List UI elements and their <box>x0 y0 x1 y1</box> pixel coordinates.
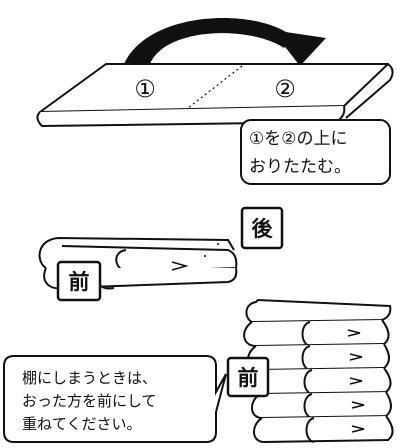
front-label-step3: 前 <box>238 366 259 390</box>
panel-1-label: ① <box>134 75 156 103</box>
arrow-mark-icon <box>349 353 363 361</box>
storage-note-bubble: 棚にしまうときは、 おった方を前にして 重ねてください。 <box>3 355 227 443</box>
note-line-2: おった方を前にして <box>22 392 157 410</box>
instruction-line-1: ①を②の上に <box>249 129 347 149</box>
arrow-mark-icon <box>347 329 361 337</box>
stack-arrow-marks <box>347 329 365 433</box>
fold-arrow-icon <box>124 18 326 66</box>
note-line-1: 棚にしまうときは、 <box>22 369 157 387</box>
back-label-box: 後 <box>240 206 284 250</box>
arrow-mark-icon <box>351 401 365 409</box>
towel-stack <box>243 298 394 444</box>
arrow-mark-icon <box>351 425 365 433</box>
note-line-3: 重ねてください。 <box>22 415 142 433</box>
fold-line <box>187 65 243 109</box>
arrow-mark-icon <box>349 377 363 385</box>
back-label: 後 <box>252 217 274 241</box>
instruction-line-2: おりたたむ。 <box>249 157 351 177</box>
instruction-bubble: ①を②の上に おりたたむ。 <box>240 119 391 185</box>
front-label-box-step3: 前 <box>226 356 270 398</box>
arrow-mark-icon <box>171 261 189 271</box>
flat-towel <box>36 63 394 128</box>
front-label-step2: 前 <box>69 270 90 294</box>
panel-2-label: ② <box>274 75 296 103</box>
front-label-box-step2: 前 <box>56 260 102 302</box>
